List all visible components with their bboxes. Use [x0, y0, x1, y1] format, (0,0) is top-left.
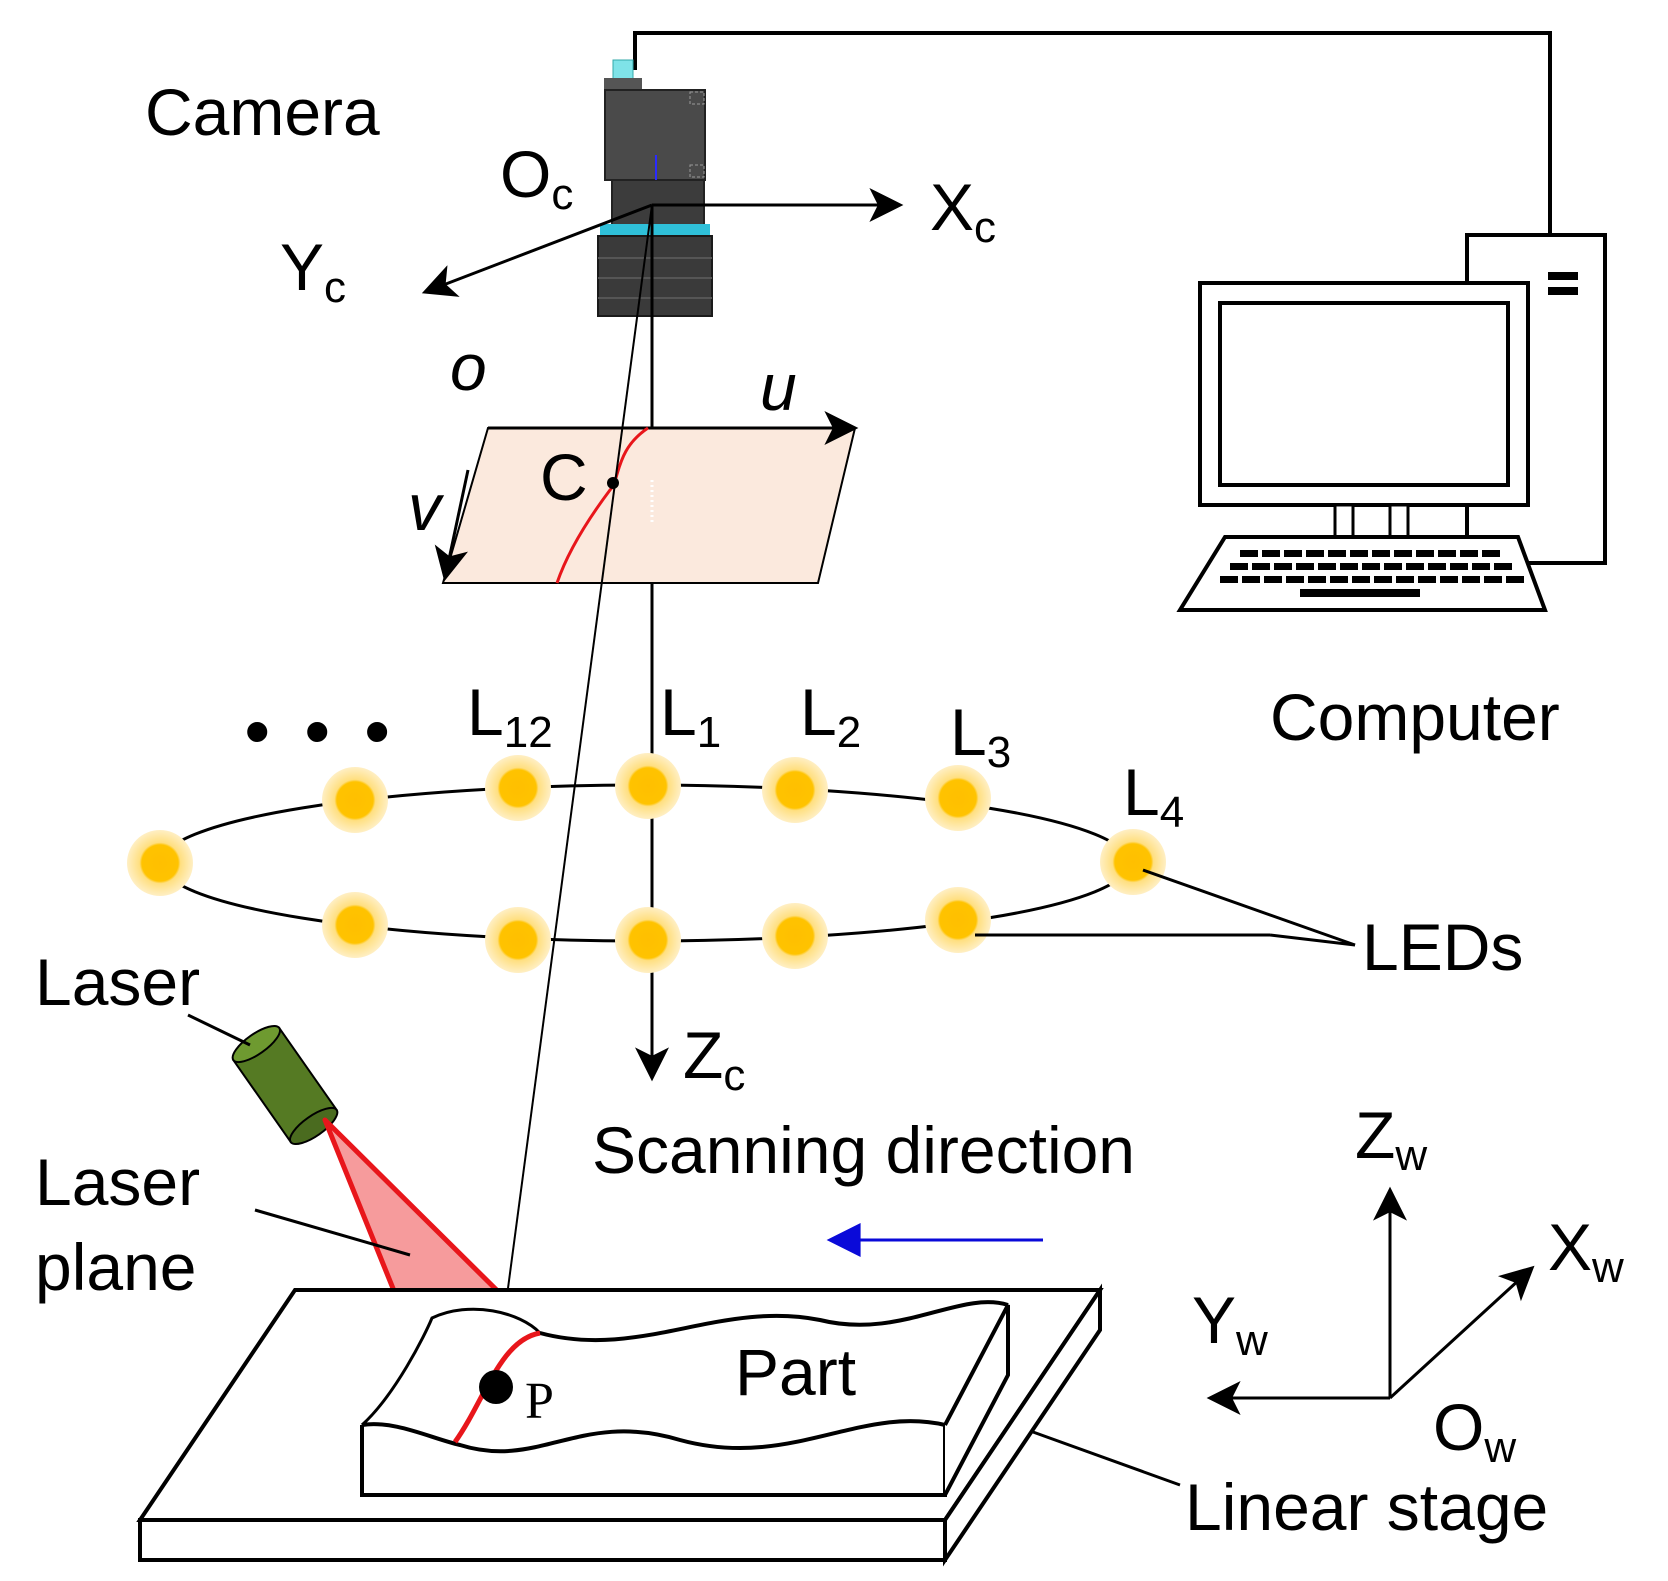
image-point-c-label: C	[540, 440, 588, 514]
led	[485, 907, 551, 973]
leds-callout-lines	[975, 868, 1356, 947]
laser-label: Laser	[35, 945, 200, 1019]
part-label: Part	[735, 1335, 856, 1409]
scanning-direction-label: Scanning direction	[592, 1113, 1135, 1187]
world-y-axis-label: Yw	[1192, 1283, 1268, 1365]
led-label-l3: L3	[950, 695, 1011, 777]
world-z-axis-label: Zw	[1355, 1098, 1427, 1180]
led-ellipsis: • • •	[245, 692, 397, 770]
led	[925, 887, 991, 953]
led	[925, 765, 991, 831]
point-p-marker	[479, 1370, 513, 1404]
world-origin-label: Ow	[1433, 1390, 1516, 1472]
led	[762, 757, 828, 823]
led	[322, 767, 388, 833]
camera-cable	[633, 31, 1552, 235]
camera-z-axis-label: Zc	[683, 1018, 745, 1100]
leds-label: LEDs	[1362, 910, 1523, 984]
image-u-axis-label: u	[760, 350, 797, 424]
image-plane	[434, 411, 859, 584]
camera-label: Camera	[145, 75, 380, 149]
laser-icon	[187, 1013, 339, 1145]
linear-stage-label: Linear stage	[1185, 1470, 1548, 1544]
camera-icon	[597, 59, 713, 317]
computer-icon	[1176, 233, 1607, 612]
laser-plane-label-line2: plane	[35, 1230, 197, 1304]
led	[485, 755, 551, 821]
laser-plane-label-line1: Laser	[35, 1145, 200, 1219]
led-label-l12: L12	[467, 675, 553, 757]
camera-y-axis-label: Yc	[280, 230, 346, 312]
computer-label: Computer	[1270, 680, 1560, 754]
part	[360, 1300, 1010, 1497]
image-v-axis-label: v	[408, 470, 445, 544]
led-label-l1: L1	[660, 675, 721, 757]
led	[615, 753, 681, 819]
led	[615, 907, 681, 973]
led-ring	[127, 753, 1166, 973]
led	[127, 830, 193, 896]
camera-x-axis-label: Xc	[930, 170, 996, 252]
led	[322, 892, 388, 958]
led	[1100, 829, 1166, 895]
world-frame-axes	[1206, 1186, 1535, 1415]
point-p-label: P	[525, 1373, 554, 1430]
led-label-l2: L2	[800, 675, 861, 757]
world-x-axis-label: Xw	[1548, 1210, 1624, 1292]
projection-ray	[494, 204, 653, 1387]
image-origin-label: o	[450, 330, 487, 404]
led	[762, 903, 828, 969]
led-label-l4: L4	[1123, 755, 1184, 837]
camera-origin-label: Oc	[500, 137, 573, 219]
